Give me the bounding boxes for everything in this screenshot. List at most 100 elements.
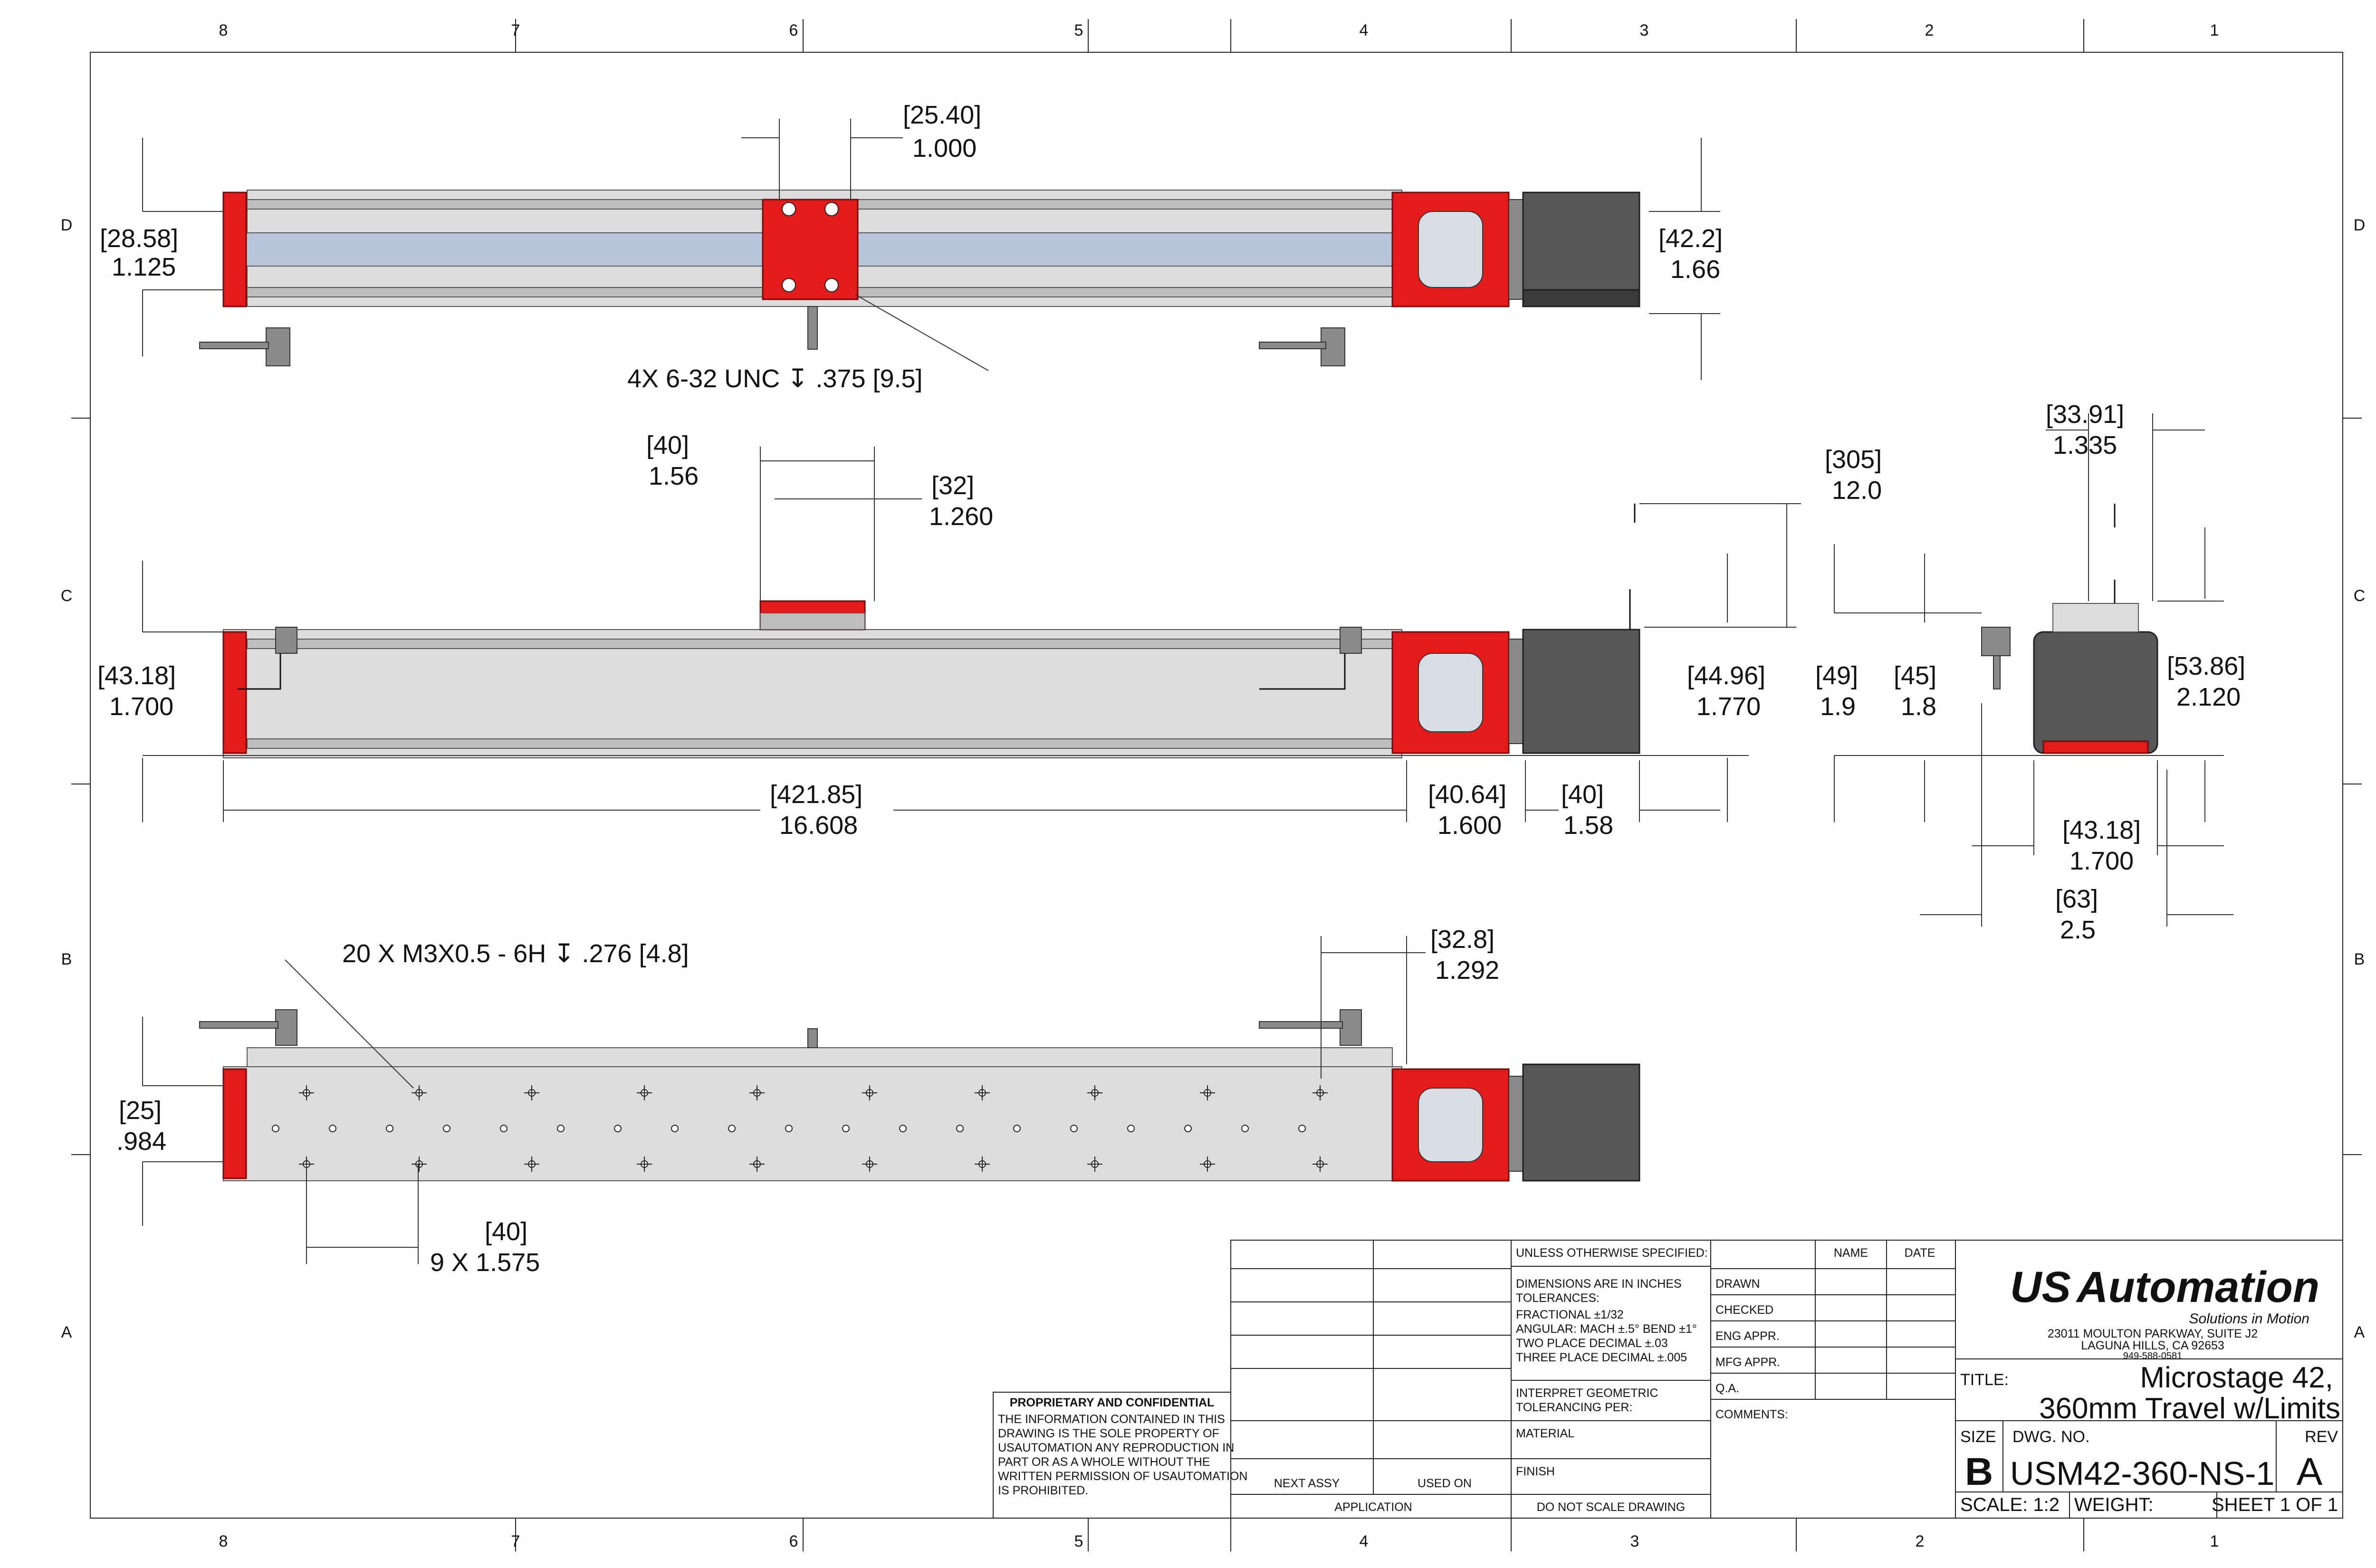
zone-col-1: 1 bbox=[2210, 21, 2219, 39]
col-date: DATE bbox=[1905, 1246, 1935, 1260]
clearance-hole-icon bbox=[1241, 1125, 1249, 1132]
front-dim-housing-mm: [40.64] bbox=[1428, 780, 1506, 809]
zone-row-d-right: D bbox=[2354, 216, 2366, 234]
top-view-motor bbox=[1522, 191, 1640, 307]
top-dim-height-in: 1.125 bbox=[112, 253, 176, 281]
zone-col-5-bottom: 5 bbox=[1074, 1532, 1083, 1550]
threaded-hole-icon bbox=[862, 1085, 877, 1100]
clearance-hole-icon bbox=[557, 1125, 565, 1132]
clearance-hole-icon bbox=[728, 1125, 736, 1132]
end-dim-height-in: 2.120 bbox=[2176, 683, 2241, 711]
clearance-hole-icon bbox=[1184, 1125, 1192, 1132]
checked-label: CHECKED bbox=[1715, 1303, 1773, 1317]
bottom-dim-height-in: .984 bbox=[116, 1127, 166, 1156]
end-dim-overall-mm: [63] bbox=[2055, 885, 2098, 913]
bottom-dim-pitch-in: 9 X 1.575 bbox=[430, 1248, 540, 1277]
end-dim-width-in: 1.700 bbox=[2069, 847, 2134, 875]
clearance-hole-icon bbox=[899, 1125, 907, 1132]
bottom-dim-edge-in: 1.292 bbox=[1435, 956, 1499, 985]
material-label: MATERIAL bbox=[1516, 1427, 1574, 1440]
front-view: [40] 1.56 [32] 1.260 [305] 12.0 [43.18] … bbox=[97, 431, 1882, 840]
rev-value: A bbox=[2297, 1450, 2323, 1493]
top-view-carriage bbox=[762, 199, 859, 300]
clearance-hole-icon bbox=[956, 1125, 964, 1132]
threaded-hole-icon bbox=[412, 1085, 427, 1100]
front-dim-height-in: 1.700 bbox=[109, 692, 173, 721]
front-dim-housing-in: 1.600 bbox=[1437, 811, 1502, 840]
end-dim-width-mm: [43.18] bbox=[2062, 816, 2141, 844]
zone-col-8: 8 bbox=[219, 21, 228, 39]
front-view-motor bbox=[1522, 629, 1640, 754]
zone-row-c: C bbox=[61, 587, 73, 605]
zone-row-c-right: C bbox=[2354, 587, 2366, 605]
title-label: TITLE: bbox=[1960, 1371, 2009, 1389]
front-dim-motor-height-mm: [44.96] bbox=[1687, 661, 1765, 690]
bottom-view: 20 X M3X0.5 - 6H ↧ .276 [4.8] [32.8] 1.2… bbox=[116, 925, 1640, 1277]
zone-row-a-right: A bbox=[2354, 1323, 2365, 1341]
col-name: NAME bbox=[1834, 1246, 1868, 1260]
proprietary-line-6: IS PROHIBITED. bbox=[998, 1484, 1088, 1497]
threaded-hole-icon bbox=[975, 1157, 990, 1172]
tol-three-place: THREE PLACE DECIMAL ±.005 bbox=[1516, 1351, 1687, 1364]
zone-labels: 8 7 6 5 4 3 2 1 8 7 6 5 4 3 2 1 D C B A … bbox=[61, 21, 2366, 1550]
clearance-hole-icon bbox=[272, 1125, 279, 1132]
top-view-end-cap bbox=[222, 191, 247, 307]
dwg-no-value: USM42-360-NS-1 bbox=[2010, 1455, 2274, 1492]
application-label: APPLICATION bbox=[1334, 1501, 1412, 1514]
threaded-hole-icon bbox=[299, 1085, 314, 1100]
bottom-dim-height-mm: [25] bbox=[119, 1096, 162, 1125]
threaded-hole-icon bbox=[975, 1085, 990, 1100]
threaded-hole-icon bbox=[1200, 1085, 1215, 1100]
interpret-line-1: INTERPRET GEOMETRIC bbox=[1516, 1386, 1658, 1400]
bottom-view-motor bbox=[1522, 1063, 1640, 1182]
threaded-hole-icon bbox=[749, 1157, 765, 1172]
address-line-1: 23011 MOULTON PARKWAY, SUITE J2 bbox=[2048, 1327, 2258, 1340]
threaded-hole-icon bbox=[637, 1157, 652, 1172]
do-not-scale: DO NOT SCALE DRAWING bbox=[1537, 1501, 1686, 1514]
size-value: B bbox=[1965, 1450, 1993, 1493]
tol-fractional: FRACTIONAL ±1/32 bbox=[1516, 1308, 1624, 1321]
top-hole-callout: 4X 6-32 UNC ↧ .375 [9.5] bbox=[627, 364, 923, 393]
zone-row-b: B bbox=[61, 950, 72, 968]
end-dim-b-mm: [45] bbox=[1894, 661, 1936, 690]
company-logo: US Automation bbox=[2010, 1263, 2319, 1311]
top-view-coupling bbox=[1418, 211, 1483, 288]
front-dim-cable-in: 12.0 bbox=[1832, 476, 1882, 505]
front-dim-length-mm: [421.85] bbox=[770, 780, 862, 809]
title-line-1: Microstage 42, bbox=[2140, 1361, 2333, 1394]
end-view-carriage bbox=[2052, 603, 2139, 632]
front-dim-height-mm: [43.18] bbox=[97, 661, 176, 690]
clearance-hole-icon bbox=[329, 1125, 336, 1132]
clearance-hole-icon bbox=[842, 1125, 850, 1132]
proprietary-title: PROPRIETARY AND CONFIDENTIAL bbox=[1010, 1396, 1215, 1409]
front-dim-plate-mm: [40] bbox=[646, 431, 689, 459]
threaded-hole-icon bbox=[1313, 1157, 1328, 1172]
eng-appr-label: ENG APPR. bbox=[1715, 1329, 1780, 1343]
sheet-label: SHEET 1 OF 1 bbox=[2212, 1494, 2338, 1515]
front-dim-motor-in: 1.58 bbox=[1563, 811, 1613, 840]
rev-label: REV bbox=[2305, 1428, 2338, 1446]
front-dim-plate-inner-mm: [32] bbox=[931, 471, 974, 500]
clearance-hole-icon bbox=[1070, 1125, 1078, 1132]
end-dim-a-in: 1.9 bbox=[1820, 692, 1856, 721]
front-dim-motor-mm: [40] bbox=[1561, 780, 1604, 809]
logo-us: US bbox=[2010, 1263, 2071, 1311]
proprietary-line-5: WRITTEN PERMISSION OF USAUTOMATION bbox=[998, 1470, 1247, 1483]
front-view-rail bbox=[223, 629, 1402, 758]
clearance-hole-icon bbox=[785, 1125, 793, 1132]
zone-col-4-bottom: 4 bbox=[1360, 1532, 1369, 1550]
bottom-dim-pitch-mm: [40] bbox=[485, 1217, 527, 1246]
zone-col-4: 4 bbox=[1360, 21, 1369, 39]
end-dim-b-in: 1.8 bbox=[1901, 692, 1936, 721]
zone-col-6-bottom: 6 bbox=[789, 1532, 798, 1550]
comments-label: COMMENTS: bbox=[1715, 1408, 1788, 1421]
front-dim-length-in: 16.608 bbox=[779, 811, 858, 840]
bottom-view-end-cap bbox=[222, 1068, 247, 1179]
front-view-end-cap bbox=[222, 631, 247, 754]
clearance-hole-icon bbox=[500, 1125, 508, 1132]
top-view: [25.40] 1.000 [28.58] 1.125 [42.2] 1.66 … bbox=[100, 101, 1723, 393]
top-dim-height-mm: [28.58] bbox=[100, 224, 178, 253]
title-block: PROPRIETARY AND CONFIDENTIAL THE INFORMA… bbox=[993, 1240, 2343, 1519]
clearance-hole-icon bbox=[443, 1125, 450, 1132]
